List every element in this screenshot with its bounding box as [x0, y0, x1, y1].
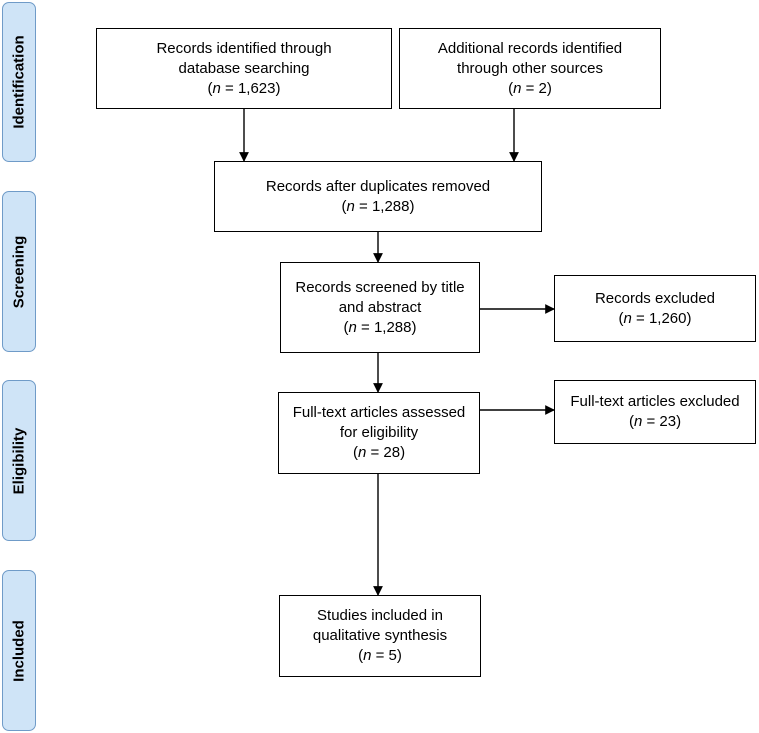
box-included-studies-line-2: qualitative synthesis: [312, 627, 448, 644]
box-screened-line-2: and abstract: [338, 298, 422, 316]
box-screened: Records screened by title and abstract (…: [280, 262, 480, 353]
box-database-records-line-2: database searching: [178, 59, 310, 77]
box-fulltext-excluded-line-1: Full-text articles excluded: [570, 393, 740, 410]
box-after-duplicates-count: (n = 1,288): [341, 197, 415, 215]
box-included-studies: Studies included in qualitative synthesi…: [279, 595, 481, 677]
box-additional-records: Additional records identified through ot…: [399, 28, 661, 109]
box-additional-records-line-2: through other sources: [457, 59, 603, 77]
box-records-excluded-line-1: Records excluded: [594, 289, 716, 307]
box-fulltext-excluded-count: (n = 23): [628, 413, 682, 430]
box-screened-count: (n = 1,288): [343, 318, 417, 336]
box-records-excluded: Records excluded (n = 1,260): [554, 275, 756, 342]
box-included-studies-count: (n = 5): [358, 647, 402, 664]
phase-eligibility: Eligibility: [2, 380, 36, 541]
box-fulltext-excluded: Full-text articles excluded (n = 23): [554, 380, 756, 444]
phase-screening: Screening: [2, 191, 36, 352]
box-fulltext-assessed-count: (n = 28): [352, 444, 406, 461]
phase-identification: Identification: [2, 2, 36, 162]
box-after-duplicates-line-1: Records after duplicates removed: [265, 177, 491, 195]
box-database-records-count: (n = 1,623): [207, 79, 281, 97]
box-fulltext-assessed: Full-text articles assessed for eligibil…: [278, 392, 480, 474]
box-fulltext-assessed-line-1: Full-text articles assessed: [292, 404, 466, 421]
phase-included: Included: [2, 570, 36, 731]
box-after-duplicates: Records after duplicates removed (n = 1,…: [214, 161, 542, 232]
box-records-excluded-count: (n = 1,260): [618, 309, 692, 327]
box-additional-records-line-1: Additional records identified: [437, 39, 623, 57]
box-included-studies-line-1: Studies included in: [317, 607, 443, 624]
box-additional-records-count: (n = 2): [508, 79, 552, 97]
box-database-records: Records identified through database sear…: [96, 28, 392, 109]
box-screened-line-1: Records screened by title: [295, 278, 465, 296]
box-fulltext-assessed-line-2: for eligibility: [339, 424, 419, 441]
box-database-records-line-1: Records identified through: [156, 39, 332, 57]
